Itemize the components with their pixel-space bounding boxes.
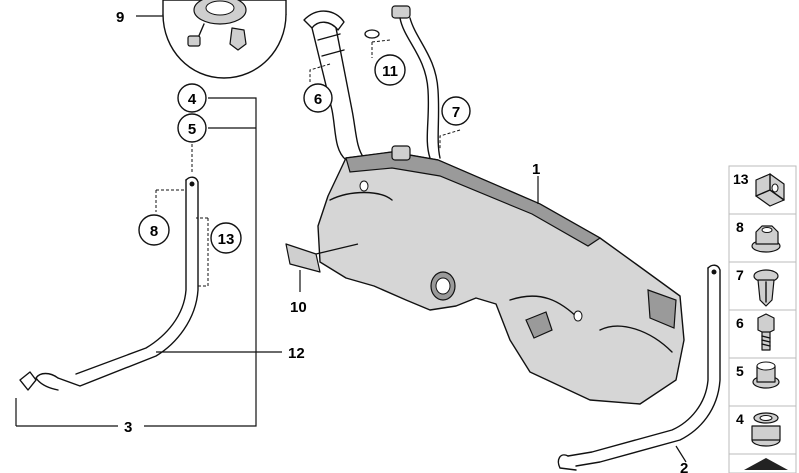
vent-tube bbox=[391, 5, 441, 159]
side-label-13: 13 bbox=[733, 171, 749, 187]
callout-circle-4 bbox=[177, 83, 207, 113]
rubber-grommet-icon bbox=[751, 412, 781, 447]
right-tension-strap bbox=[557, 264, 721, 471]
foam-pad bbox=[285, 243, 359, 273]
callout-3: 3 bbox=[124, 419, 132, 436]
callout-circle-11 bbox=[374, 54, 406, 86]
callout-6: 6 bbox=[314, 91, 322, 108]
callout-circle-5 bbox=[177, 113, 207, 143]
hex-nut-icon bbox=[751, 225, 781, 253]
leader-2 bbox=[675, 445, 687, 463]
left-tension-strap bbox=[19, 176, 199, 391]
side-label-5: 5 bbox=[736, 363, 744, 379]
fuel-tank bbox=[317, 145, 685, 405]
callout-9: 9 bbox=[116, 9, 124, 26]
callout-circle-6 bbox=[303, 83, 333, 113]
detail-circle-fuel-cap bbox=[162, 0, 287, 79]
hex-bolt-icon bbox=[757, 313, 775, 351]
callout-4: 4 bbox=[188, 91, 197, 108]
callout-7: 7 bbox=[452, 104, 460, 121]
callout-12: 12 bbox=[288, 345, 305, 362]
callout-circle-7 bbox=[441, 96, 471, 126]
side-parts-column: 13 8 7 6 5 4 bbox=[728, 165, 797, 473]
rubber-bushing-icon bbox=[752, 361, 780, 389]
callout-5: 5 bbox=[188, 121, 196, 138]
side-label-7: 7 bbox=[736, 267, 744, 283]
expansion-rivet-icon bbox=[753, 269, 779, 307]
filler-neck-pipe bbox=[303, 10, 365, 161]
callout-13: 13 bbox=[218, 231, 235, 248]
callout-8: 8 bbox=[150, 223, 158, 240]
arrow-tab-icon bbox=[744, 458, 788, 470]
side-label-6: 6 bbox=[736, 315, 744, 331]
clip-nut-icon bbox=[755, 173, 785, 207]
o-ring bbox=[364, 29, 380, 39]
callout-circle-8 bbox=[138, 214, 170, 246]
callout-11: 11 bbox=[382, 63, 398, 80]
callout-1: 1 bbox=[532, 161, 540, 178]
side-label-8: 8 bbox=[736, 219, 744, 235]
callout-10: 10 bbox=[290, 299, 307, 316]
callout-2: 2 bbox=[680, 460, 688, 473]
side-label-4: 4 bbox=[736, 411, 744, 427]
callout-circle-13 bbox=[210, 222, 242, 254]
